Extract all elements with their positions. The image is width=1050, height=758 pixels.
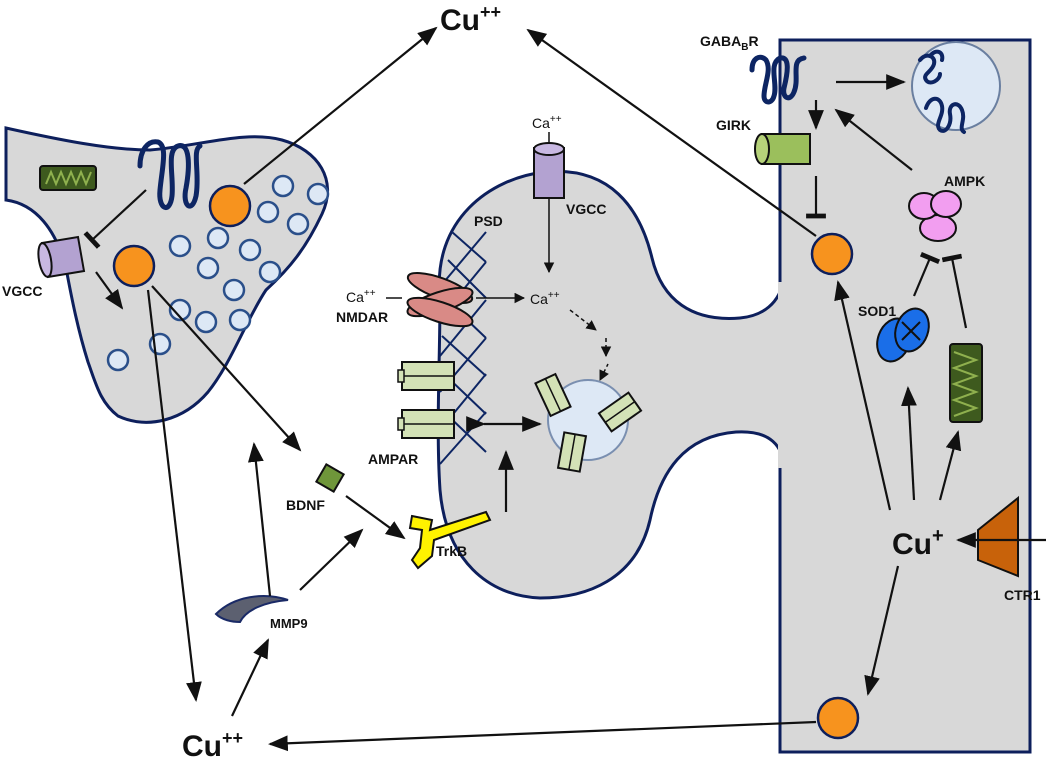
cu1-label: Cu+ bbox=[892, 525, 944, 561]
internalized-receptor-icon-2 bbox=[924, 96, 966, 134]
ca-nmdar-label: Ca++ bbox=[346, 288, 376, 305]
endosome-ampar-1 bbox=[534, 372, 572, 418]
nmdar-receptor bbox=[406, 272, 474, 328]
nmdar-label: NMDAR bbox=[336, 309, 388, 325]
endosome-ampar-2 bbox=[597, 391, 643, 433]
trkb-receptor bbox=[408, 510, 492, 570]
girk-label: GIRK bbox=[716, 117, 751, 133]
mmp9-label: MMP9 bbox=[270, 616, 308, 631]
shaft-spring-icon bbox=[949, 343, 983, 423]
trkb-label: TrkB bbox=[436, 543, 467, 559]
bdnf-label: BDNF bbox=[286, 497, 325, 513]
internalized-receptor-icon-1 bbox=[918, 49, 945, 85]
cu2-bottom-label: Cu++ bbox=[182, 728, 243, 758]
ca-top-label: Ca++ bbox=[532, 114, 562, 131]
gabab-label: GABABR bbox=[700, 33, 759, 53]
presynaptic-copper-vesicle-lower bbox=[112, 244, 156, 288]
cu2-top-label: Cu++ bbox=[440, 2, 501, 37]
ampar-receptor-lower bbox=[397, 409, 455, 439]
ca-spine-label: Ca++ bbox=[530, 290, 560, 307]
ctr1-label: CTR1 bbox=[1004, 587, 1041, 603]
shaft-copper-vesicle-lower bbox=[816, 696, 860, 740]
dendritic-shaft bbox=[778, 38, 1032, 754]
girk-channel bbox=[754, 133, 811, 165]
presynaptic-gpcr-icon bbox=[137, 139, 203, 210]
presynaptic-spring-icon bbox=[39, 165, 97, 191]
sod1-label: SOD1 bbox=[858, 303, 896, 319]
ampar-label: AMPAR bbox=[368, 451, 418, 467]
vgcc-left-label: VGCC bbox=[2, 283, 42, 299]
presynaptic-copper-vesicle-upper bbox=[208, 184, 252, 228]
ampk-enzyme bbox=[908, 190, 962, 242]
bdnf-icon bbox=[314, 462, 346, 494]
ctr1-transporter bbox=[977, 495, 1019, 578]
dendritic-spine-and-shaft bbox=[436, 169, 786, 600]
vgcc-left-channel bbox=[37, 235, 86, 279]
ampar-receptor-upper bbox=[397, 361, 455, 391]
gabab-receptor-icon bbox=[749, 54, 807, 105]
synaptic-vesicles bbox=[106, 174, 330, 372]
shaft-copper-vesicle-upper bbox=[810, 232, 854, 276]
sod1-enzyme bbox=[876, 307, 930, 363]
endosome-ampar-3 bbox=[556, 431, 588, 473]
vgcc-spine-channel bbox=[533, 142, 565, 199]
ampk-label: AMPK bbox=[944, 173, 985, 189]
vgcc-spine-label: VGCC bbox=[566, 201, 606, 217]
psd-label: PSD bbox=[474, 213, 503, 229]
mmp9-icon bbox=[214, 595, 289, 624]
